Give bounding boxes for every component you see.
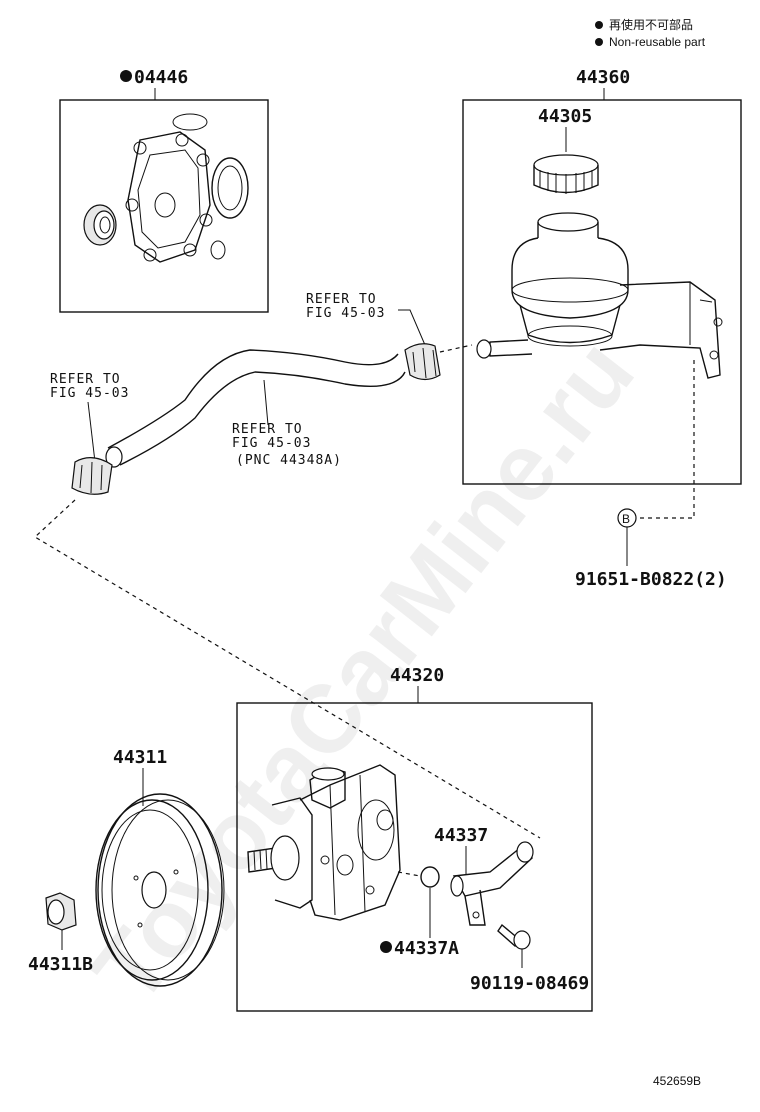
part-44311[interactable]: 44311 [113, 747, 167, 768]
legend-dot-icon [595, 21, 603, 29]
gasket-kit-box [59, 99, 269, 313]
part-44337a[interactable]: 44337A [394, 938, 459, 959]
reservoir-tank-drawing [476, 212, 723, 379]
reservoir-box [462, 99, 742, 485]
ref-hose-line1: REFER TO [232, 422, 303, 437]
part-90119-08469[interactable]: 90119-08469 [470, 973, 589, 994]
ref-lower-clamp-line2: FIG 45-03 [50, 386, 129, 401]
pulley-nut-drawing [45, 892, 77, 931]
pulley-drawing [95, 793, 225, 987]
gasket-kit-drawing [83, 113, 249, 263]
pump-body-drawing [247, 764, 401, 921]
part-44311b[interactable]: 44311B [28, 954, 93, 975]
ref-hose-line2: FIG 45-03 [232, 436, 311, 451]
ref-upper-clamp-line2: FIG 45-03 [306, 306, 385, 321]
legend-english: Non-reusable part [609, 35, 706, 49]
ref-upper-clamp-line1: REFER TO [306, 292, 377, 307]
reservoir-hose-drawing [71, 343, 441, 495]
bolt-drawing [497, 923, 531, 950]
union-fitting-drawing [450, 841, 534, 926]
part-04446[interactable]: 04446 [134, 67, 188, 88]
part-44360[interactable]: 44360 [576, 67, 630, 88]
diagram-code: 452659B [653, 1074, 701, 1088]
ref-lower-clamp-line1: REFER TO [50, 372, 121, 387]
non-reusable-dot-icon [120, 70, 132, 82]
pump-box [236, 702, 593, 1012]
ref-hose-line3: (PNC 44348A) [236, 453, 342, 468]
legend-dot-icon [595, 38, 603, 46]
oring-44337a-drawing [420, 866, 440, 888]
part-44337[interactable]: 44337 [434, 825, 488, 846]
legend-japanese: 再使用不可部品 [609, 17, 693, 32]
part-44320[interactable]: 44320 [390, 665, 444, 686]
reservoir-cap-drawing [533, 154, 599, 194]
marker-b-label: B [622, 512, 630, 526]
non-reusable-dot-icon [380, 941, 392, 953]
part-44305[interactable]: 44305 [538, 106, 592, 127]
watermark: ToyotaCarMine.ru [72, 320, 654, 1023]
part-91651-b0822[interactable]: 91651-B0822(2) [575, 569, 727, 590]
